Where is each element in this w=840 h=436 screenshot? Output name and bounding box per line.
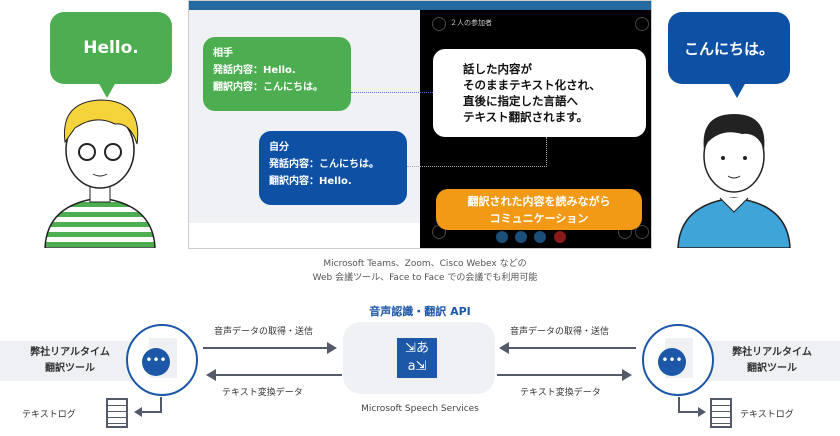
return-arrow-left [216, 374, 342, 376]
tool-label-line: 翻訳ツール [45, 363, 95, 374]
text-log-label-left: テキストログ [22, 410, 76, 420]
text-log-label-right: テキストログ [740, 410, 794, 420]
log-connector [678, 397, 700, 413]
explanation-callout: 話した内容が そのままテキスト化され、 直後に指定した言語へ テキスト翻訳されま… [433, 49, 646, 137]
caption-line-1: Microsoft Teams、Zoom、Cisco Webex などの [323, 259, 527, 269]
bubble-text: こんにちは。 [683, 39, 774, 58]
callout-line: 話した内容が [463, 62, 532, 76]
service-name: Microsoft Speech Services [361, 404, 479, 414]
chat-icon: ••• [658, 348, 686, 376]
return-label-right: テキスト変換データ [520, 388, 601, 398]
send-label-left: 音声データの取得・送信 [214, 327, 314, 337]
speech-text: 発話内容：こんにちは。 [269, 159, 379, 170]
left-tool-icon: ••• [126, 324, 198, 396]
send-arrow-left [203, 347, 331, 349]
right-tool-icon: ••• [642, 324, 714, 396]
caption-line-2: Web 会議ツール、Face to Face での会議でも利用可能 [312, 273, 538, 283]
highlight-line: コミュニケーション [489, 212, 589, 225]
tool-label-line: 弊社リアルタイム [30, 347, 110, 358]
share-button[interactable] [534, 231, 546, 243]
partner-transcript-card: 相手 発話内容：Hello. 翻訳内容：こんにちは。 [203, 37, 351, 111]
callout-line: 直後に指定した言語へ [463, 94, 578, 108]
tool-label-line: 翻訳ツール [747, 363, 797, 374]
log-connector [140, 397, 162, 413]
person-right-illustration [677, 114, 791, 248]
window-title-bar [189, 1, 651, 10]
bubble-text: Hello. [83, 38, 139, 58]
meeting-screenshot: ２人の参加者 相手 発話内容：Hello. 翻訳内容：こんにちは。 自分 発話内… [188, 0, 652, 249]
speech-bubble-konnichiwa: こんにちは。 [668, 12, 790, 98]
arrowhead-icon [499, 342, 509, 354]
camera-button[interactable] [496, 231, 508, 243]
arrowhead-icon [327, 342, 337, 354]
return-arrow-right [497, 374, 623, 376]
document-icon [106, 398, 128, 428]
card-title: 自分 [269, 142, 289, 153]
hangup-button[interactable] [554, 231, 566, 243]
connector-line [351, 92, 433, 93]
connector-line [546, 137, 547, 167]
tool-label-line: 弊社リアルタイム [732, 347, 812, 358]
self-transcript-card: 自分 発話内容：こんにちは。 翻訳内容：Hello. [259, 131, 407, 205]
send-label-right: 音声データの取得・送信 [510, 327, 610, 337]
mic-button[interactable] [515, 231, 527, 243]
api-title: 音声認識・翻訳 API [369, 305, 471, 318]
card-title: 相手 [213, 48, 233, 59]
translation-text: 翻訳内容：Hello. [269, 176, 352, 187]
arrowhead-icon [134, 407, 142, 417]
send-arrow-right [508, 347, 636, 349]
callout-line: そのままテキスト化され、 [463, 78, 601, 92]
person-left-illustration [44, 99, 156, 248]
callout-line: テキスト翻訳されます。 [463, 110, 589, 124]
connector-line [407, 166, 547, 167]
chat-icon: ••• [142, 348, 170, 376]
arrowhead-icon [622, 369, 632, 381]
return-label-left: テキスト変換データ [222, 388, 303, 398]
speech-bubble-hello: Hello. [50, 12, 172, 98]
arrowhead-icon [206, 369, 216, 381]
speech-text: 発話内容：Hello. [213, 65, 296, 76]
left-tool-label: 弊社リアルタイム 翻訳ツール [20, 345, 120, 377]
participants-count: ２人の参加者 [450, 19, 492, 27]
right-tool-label: 弊社リアルタイム 翻訳ツール [722, 345, 822, 377]
translation-text: 翻訳内容：こんにちは。 [213, 82, 323, 93]
arrowhead-icon [698, 407, 706, 417]
document-icon [710, 398, 732, 428]
highlight-banner: 翻訳された内容を読みながら コミュニケーション [436, 189, 642, 230]
highlight-line: 翻訳された内容を読みながら [467, 195, 611, 208]
